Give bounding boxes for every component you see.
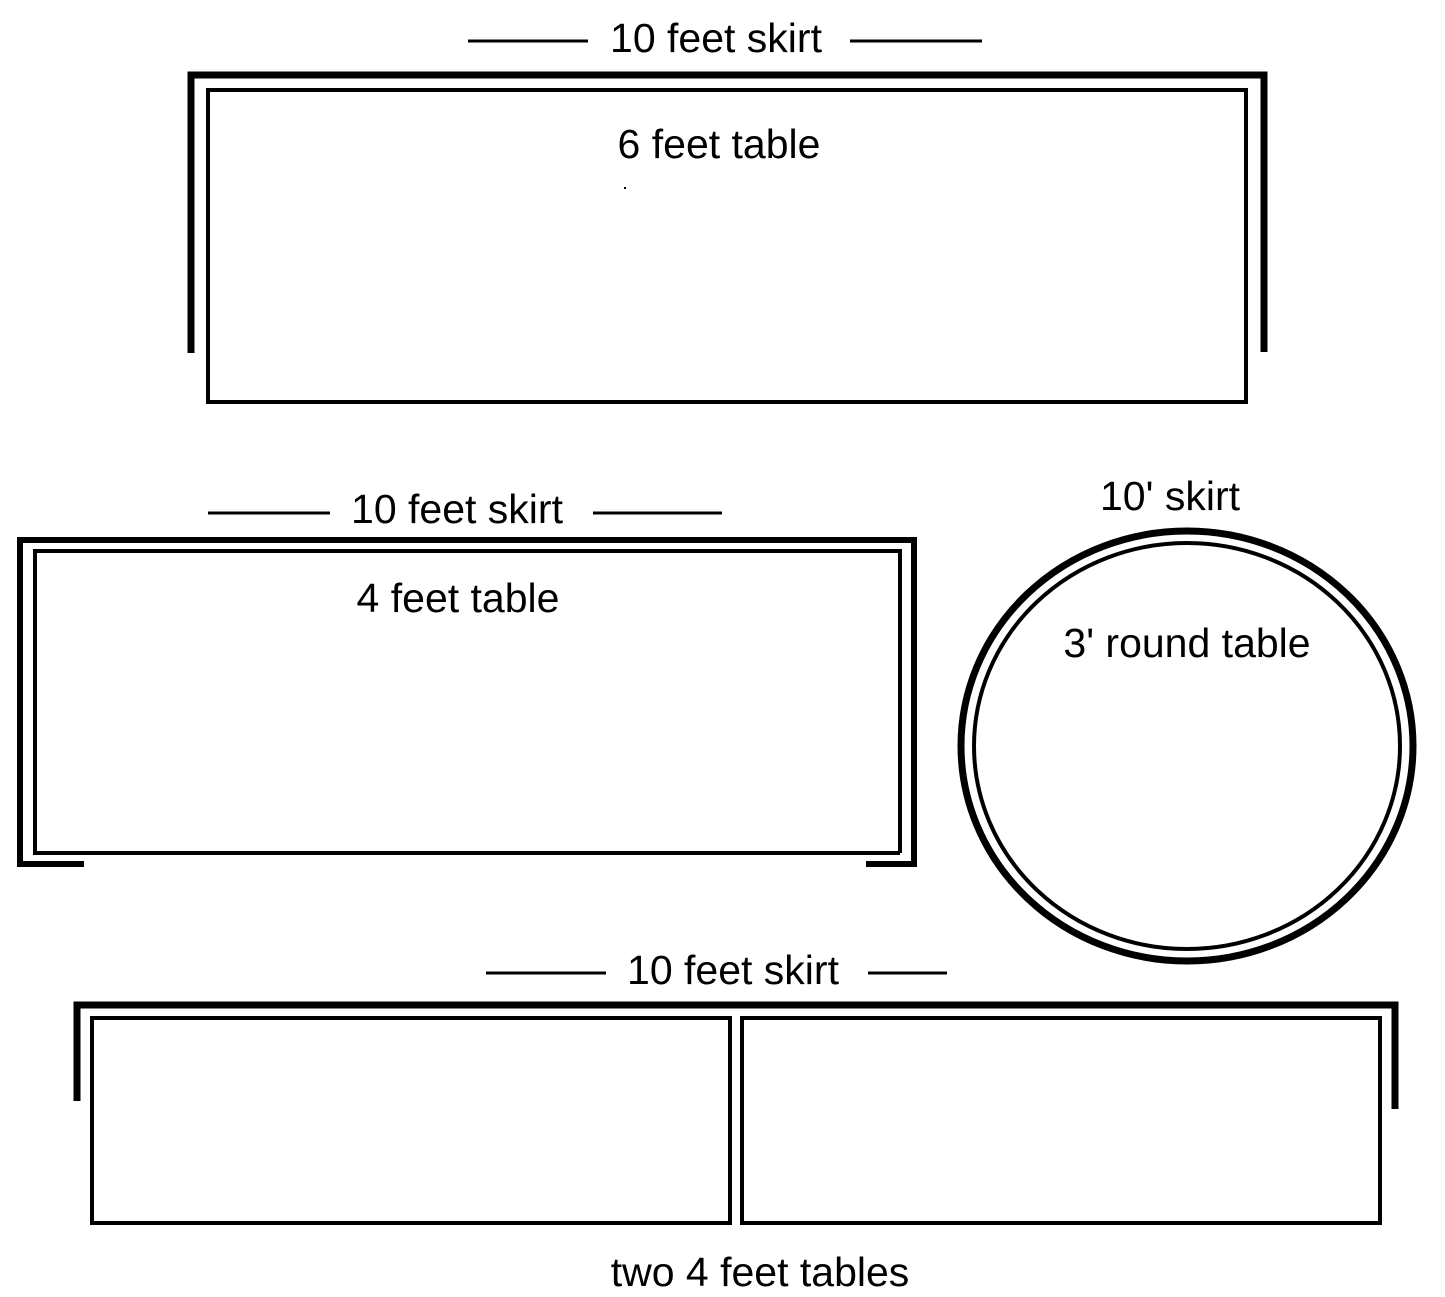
table-label-round: 3' round table: [1063, 620, 1311, 666]
double-four-foot-setup: [73, 971, 1399, 1225]
table-outline: [206, 88, 1248, 404]
table-outline-left: [90, 1016, 732, 1225]
skirt-outline: [957, 527, 1417, 965]
skirt-label-round: 10' skirt: [1100, 473, 1240, 519]
round-setup: [957, 527, 1417, 965]
skirt-outline: [187, 71, 1268, 353]
skirt-label-double-four-foot: 10 feet skirt: [627, 947, 839, 993]
six-foot-setup: [187, 39, 1268, 404]
table-outline: [972, 541, 1402, 951]
skirt-label-four-foot: 10 feet skirt: [351, 486, 563, 532]
skirt-outline: [17, 537, 917, 867]
stray-mark: [624, 187, 626, 189]
caption-two-four-foot-tables: two 4 feet tables: [610, 1249, 910, 1295]
skirt-label-six-foot: 10 feet skirt: [610, 15, 822, 61]
skirt-outline: [73, 1001, 1399, 1109]
table-outline-right: [740, 1016, 1382, 1225]
table-label-four-foot: 4 feet table: [356, 575, 560, 621]
table-outline: [33, 549, 902, 855]
table-label-six-foot: 6 feet table: [617, 121, 821, 167]
four-foot-setup: [17, 511, 917, 867]
